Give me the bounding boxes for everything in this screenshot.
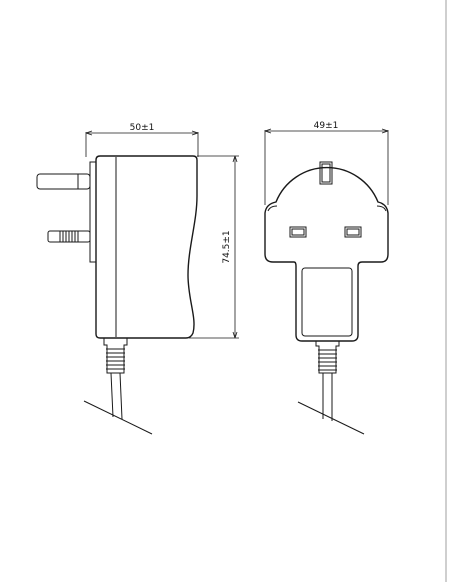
front-view-left-shoulder <box>267 205 278 212</box>
front-view-face <box>264 166 389 342</box>
earth-pin-slot <box>319 161 333 185</box>
front-view-strain-relief <box>315 341 340 374</box>
page-border <box>445 0 447 582</box>
front-view: 49±1 <box>264 121 389 435</box>
right-pin-slot <box>344 226 362 238</box>
side-view-surface-line <box>83 400 153 435</box>
front-view-cable <box>322 373 333 421</box>
front-width-dimension: 49±1 <box>264 121 389 205</box>
front-width-label: 49±1 <box>314 121 339 131</box>
side-view-live-pin <box>47 230 91 243</box>
side-view-cable <box>110 372 123 420</box>
side-width-label: 50±1 <box>130 123 155 133</box>
height-dimension: 74.5±1 <box>189 155 239 339</box>
side-width-dimension: 50±1 <box>85 123 199 157</box>
left-pin-slot <box>289 226 307 238</box>
side-view-earth-pin <box>36 173 91 190</box>
side-view-body <box>95 155 198 339</box>
height-label: 74.5±1 <box>222 230 232 263</box>
front-view-right-shoulder <box>376 205 387 212</box>
front-view-lower-panel <box>301 267 353 337</box>
side-view-strain-relief <box>103 338 128 374</box>
front-view-surface-line <box>297 401 365 435</box>
side-view-pin-base <box>89 161 96 263</box>
side-view: 50±1 74.5±1 <box>36 123 239 435</box>
